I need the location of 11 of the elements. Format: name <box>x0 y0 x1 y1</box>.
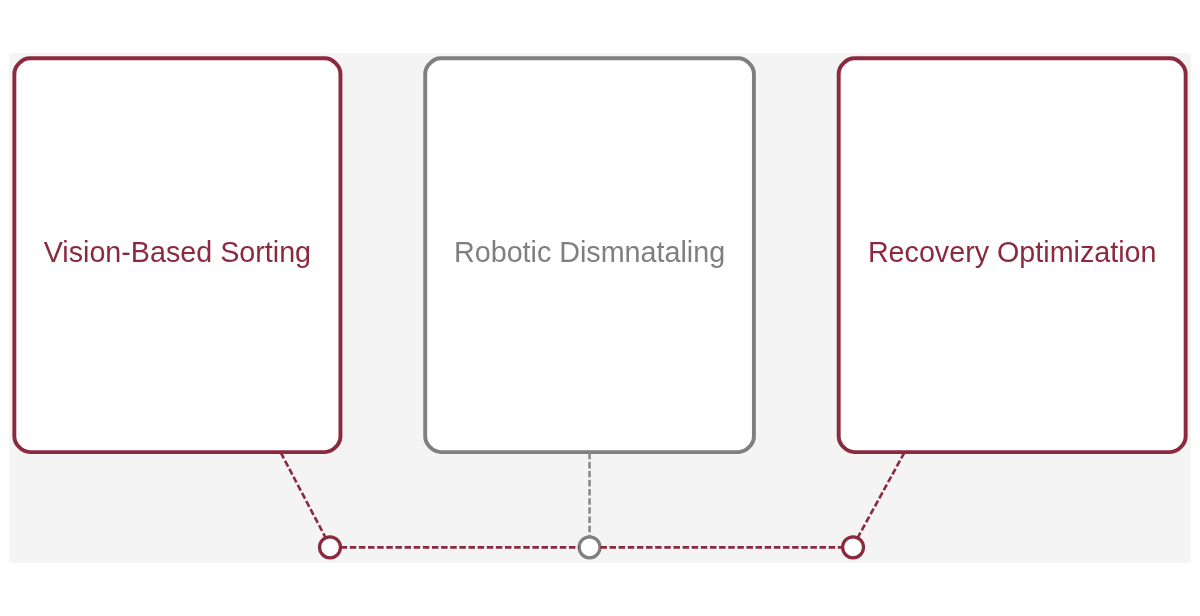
node-box: Recovery Optimization <box>836 56 1188 455</box>
node-circle <box>317 535 343 560</box>
connector <box>279 451 327 539</box>
node-box: Robotic Dismnataling <box>423 56 756 455</box>
connector <box>600 546 843 549</box>
connector <box>856 451 906 539</box>
node-box: Vision-Based Sorting <box>12 56 343 455</box>
node-circle <box>577 535 602 560</box>
connector <box>588 452 591 537</box>
node-circle <box>841 535 866 560</box>
connector <box>340 546 579 549</box>
